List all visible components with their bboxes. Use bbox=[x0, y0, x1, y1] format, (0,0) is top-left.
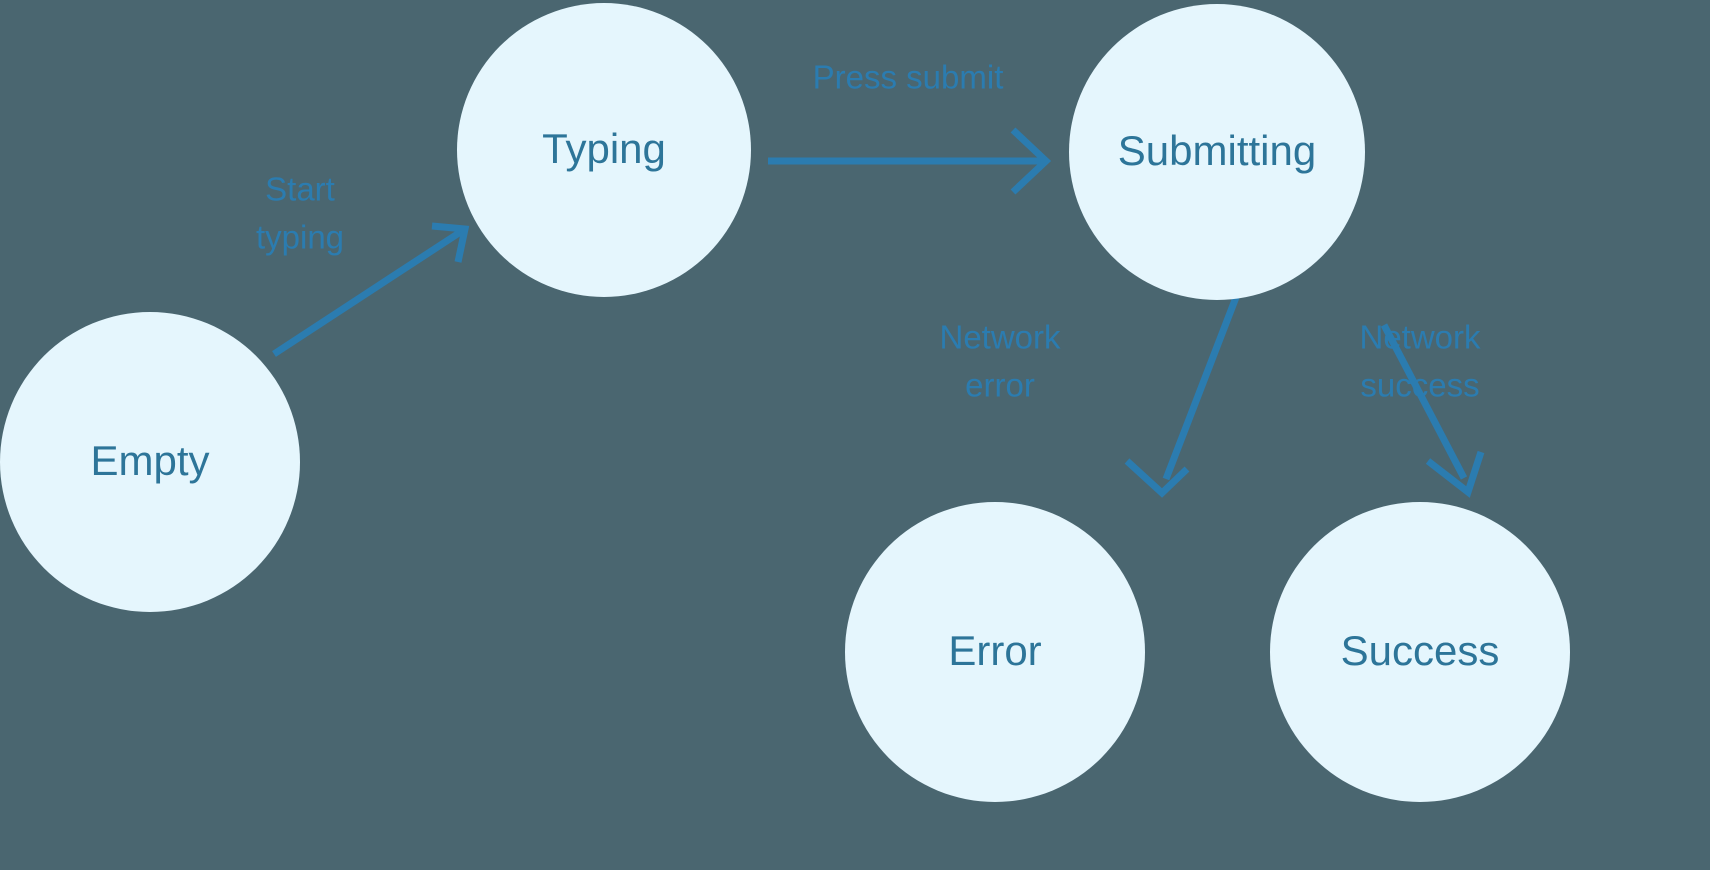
edge-submitting-to-success-line bbox=[1380, 323, 1468, 480]
node-submitting[interactable]: Submitting bbox=[1069, 4, 1365, 300]
node-error[interactable]: Error bbox=[845, 502, 1145, 802]
edge-empty-to-typing-line bbox=[272, 228, 464, 357]
edge-label-empty-to-typing: Start typing bbox=[256, 171, 344, 256]
edge-label-empty-to-typing-line1: Start bbox=[265, 171, 335, 208]
edge-label-submitting-to-error: Network error bbox=[939, 319, 1061, 404]
edge-typing-to-submitting bbox=[768, 127, 1052, 195]
edge-label-submitting-to-error-line1: Network bbox=[939, 319, 1061, 356]
edge-submitting-to-error-arrowhead bbox=[1124, 458, 1190, 498]
node-typing[interactable]: Typing bbox=[457, 3, 751, 297]
node-empty-label: Empty bbox=[90, 437, 209, 484]
edge-submitting-to-success bbox=[1380, 323, 1485, 498]
node-error-label: Error bbox=[948, 627, 1041, 674]
edge-empty-to-typing-arrowhead bbox=[431, 222, 470, 263]
edge-typing-to-submitting-arrowhead bbox=[1010, 127, 1052, 195]
node-typing-label: Typing bbox=[542, 125, 666, 172]
node-error-circle[interactable] bbox=[845, 502, 1145, 802]
node-success-circle[interactable] bbox=[1270, 502, 1570, 802]
edge-label-submitting-to-success-line2: success bbox=[1360, 367, 1479, 404]
edge-label-empty-to-typing-line2: typing bbox=[256, 219, 344, 256]
node-submitting-circle[interactable] bbox=[1069, 4, 1365, 300]
edge-submitting-to-success-arrowhead bbox=[1425, 450, 1485, 498]
node-submitting-label: Submitting bbox=[1118, 127, 1316, 174]
edge-label-submitting-to-error-line2: error bbox=[965, 367, 1035, 404]
node-success-label: Success bbox=[1341, 627, 1500, 674]
edge-label-submitting-to-success-line1: Network bbox=[1359, 319, 1481, 356]
node-empty[interactable]: Empty bbox=[0, 312, 300, 612]
edge-label-submitting-to-success: Network success bbox=[1359, 319, 1481, 404]
edge-empty-to-typing bbox=[272, 222, 470, 357]
edge-label-typing-to-submitting: Press submit bbox=[813, 59, 1004, 96]
edge-submitting-to-error bbox=[1124, 285, 1244, 498]
node-success[interactable]: Success bbox=[1270, 502, 1570, 802]
edge-label-typing-to-submitting-line1: Press submit bbox=[813, 59, 1004, 96]
node-empty-circle[interactable] bbox=[0, 312, 300, 612]
node-typing-circle[interactable] bbox=[457, 3, 751, 297]
edge-submitting-to-error-line bbox=[1162, 285, 1244, 481]
